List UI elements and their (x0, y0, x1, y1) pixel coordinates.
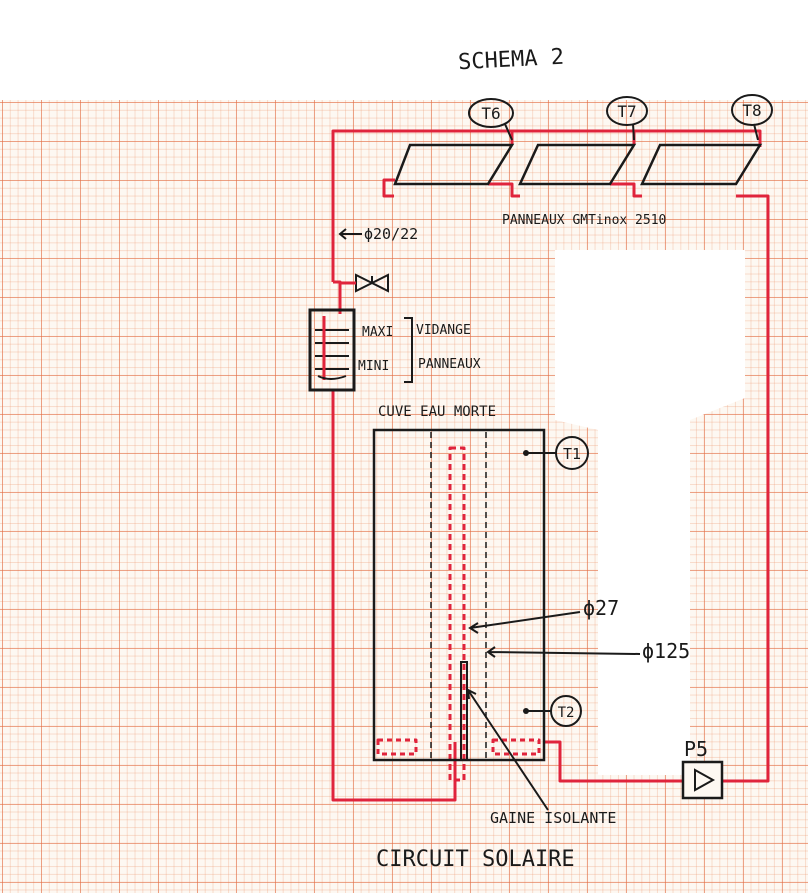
solar-loop (331, 129, 770, 802)
d125-label: ϕ125 (642, 639, 690, 663)
pipe-arrow-icon (338, 228, 362, 240)
sensor-t6-label: T6 (481, 104, 500, 123)
d27-arrow-icon (468, 611, 581, 634)
diagram-title: SCHEMA 2 (458, 45, 565, 76)
insulating-sheath (460, 661, 468, 761)
coil-bottom-right (491, 738, 541, 756)
mini-label: MINI (358, 359, 389, 374)
cold-pipe (722, 194, 770, 783)
sensor-t2-label: T2 (558, 705, 575, 721)
tank-to-drain (331, 390, 457, 802)
level-tank (308, 308, 356, 392)
storage-tank (372, 428, 546, 762)
sensor-t7-label: T7 (617, 102, 636, 121)
sensor-t7: T7 (606, 96, 648, 141)
d27-label: ϕ27 (583, 596, 619, 620)
sensor-t1: T1 (523, 436, 589, 470)
sensor-t8-label: T8 (742, 101, 761, 120)
return-header (382, 178, 395, 198)
sensor-t6: T6 (468, 98, 514, 141)
circuit-caption: CIRCUIT SOLAIRE (376, 847, 575, 872)
hot-pipe (331, 129, 762, 282)
solar-panel-3 (640, 143, 763, 186)
level-bracket (404, 317, 413, 383)
sensor-t8: T8 (731, 94, 773, 141)
pipe-diameter-label: ϕ20/22 (364, 225, 418, 243)
pump-label: P5 (684, 737, 708, 761)
pump-to-tank (544, 740, 683, 783)
maxi-label: MAXI (362, 325, 393, 340)
tank-label: CUVE EAU MORTE (378, 404, 496, 420)
valve-icon (355, 273, 389, 293)
sheath-label: GAINE ISOLANTE (490, 809, 616, 827)
panels-label: PANNEAUX GMTinox 2510 (502, 213, 666, 228)
sensor-t1-label: T1 (563, 445, 581, 463)
pump-icon (694, 768, 716, 792)
blank-patch (555, 250, 745, 775)
inner-tube (448, 446, 466, 782)
solar-panel-2 (518, 143, 637, 186)
coil-bottom-left (376, 738, 418, 756)
sheath-arrow-icon (466, 688, 549, 811)
panneaux-drain-label: PANNEAUX (418, 357, 481, 372)
solar-panels (393, 143, 763, 186)
solar-panel-1 (393, 143, 515, 186)
vidange-label: VIDANGE (416, 323, 471, 338)
panel-link-1 (488, 182, 520, 198)
panel-link-2 (610, 182, 642, 198)
pump (681, 760, 724, 800)
sensor-t2: T2 (523, 695, 582, 727)
d125-arrow-icon (486, 646, 641, 658)
